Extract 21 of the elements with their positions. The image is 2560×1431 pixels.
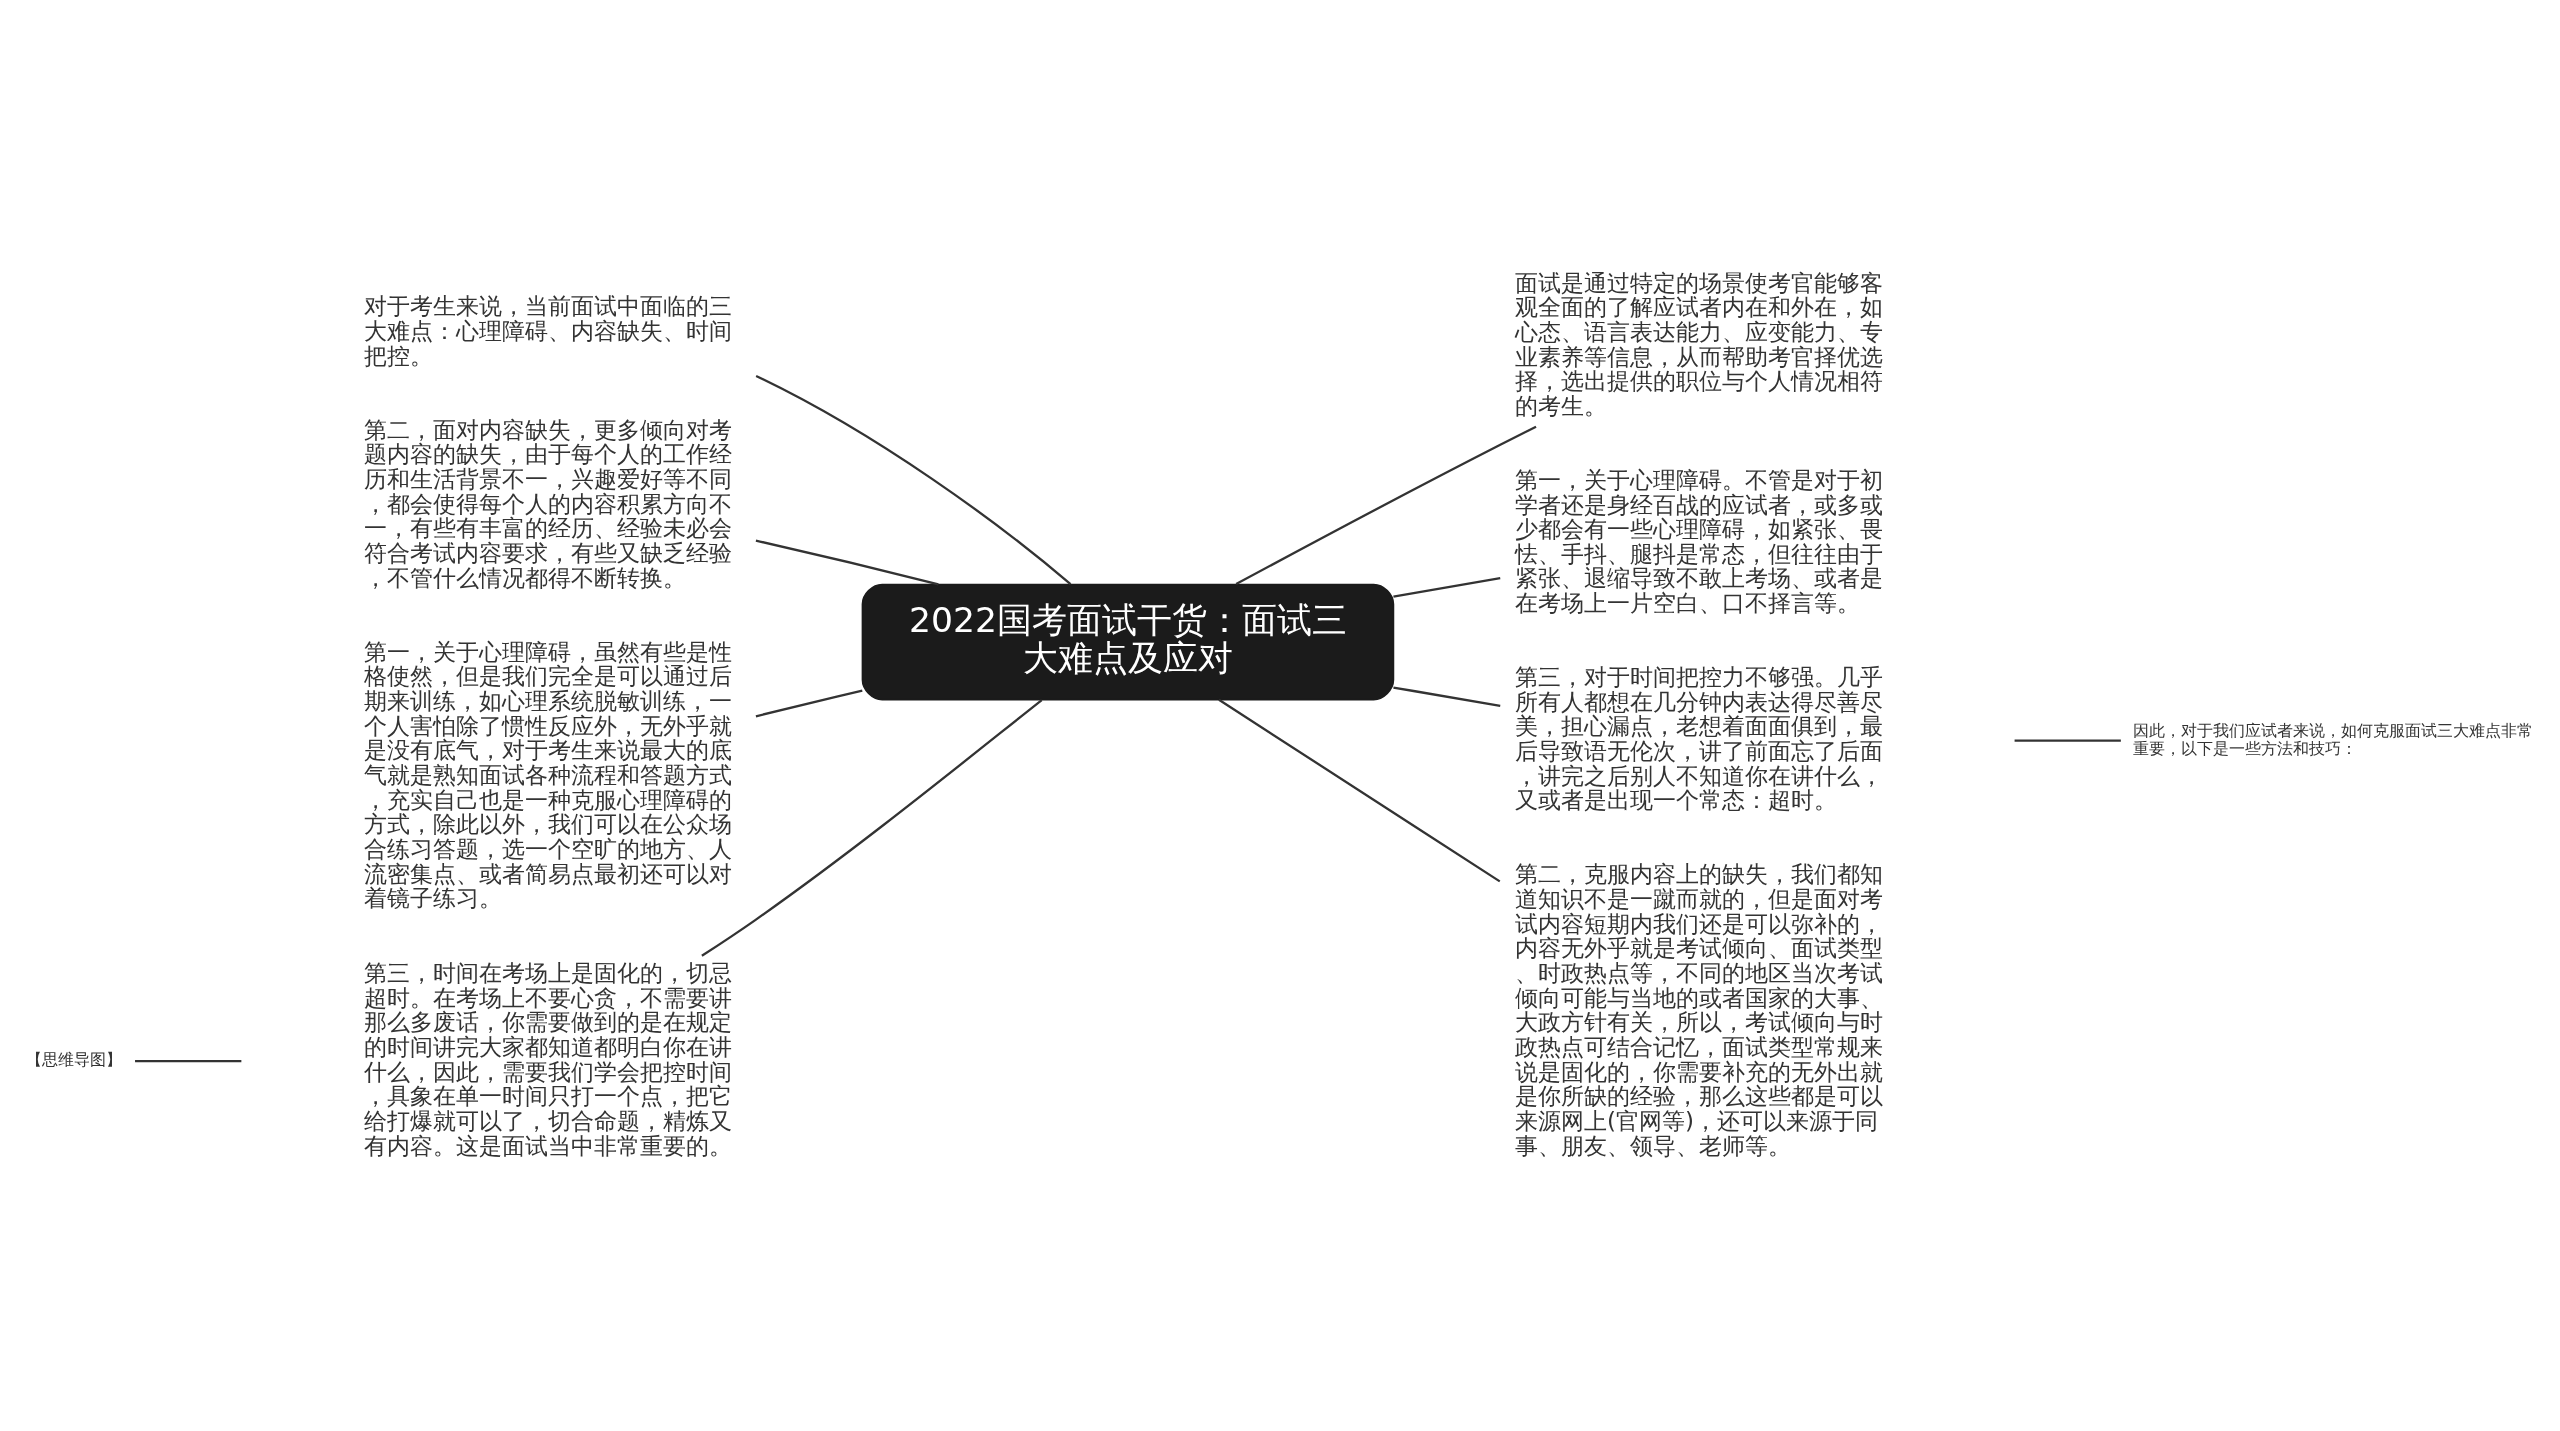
connector [755, 539, 939, 585]
connector [1393, 685, 1501, 707]
node-box: 2022国考面试干货：面试三大难点及应对 [861, 583, 1395, 700]
node-text: 因此，对于我们应试者来说，如何克服面试三大难点非常重要，以下是一些方法和技巧： [2132, 720, 2533, 758]
node-text: 第一，关于心理障碍，虽然有些是性格使然，但是我们完全是可以通过后期来训练，如心理系统脱敏训练，一个人害怕除了惯性反应外，无外乎就是没有底气，对于考生来说最大的底气就是熟知面试各种流程和答题方式，充实自己也是一种克服心理障碍的方式，除此以外，我们可以在公众场合练习答题，选一个空旷的地方、人流密集点、或者简易点最初还可以对着镜子练习。 [364, 638, 733, 911]
connector [2014, 739, 2121, 742]
connector [1393, 576, 1501, 598]
node-text: 【思维导图】 [26, 1049, 123, 1069]
node-text: 第三，时间在考场上是固化的，切忌超时。在考场上不要心贪，不需要讲那么多废话，你需要做到的是在规定的时间讲完大家都知道都明白你在讲什么，因此，需要我们学会把控时间，具象在单一时间只打一个点，把它给打爆就可以了，切合命题，精炼又有内容。这是面试当中非常重要的。 [364, 959, 733, 1159]
connector [135, 1059, 242, 1062]
node-text: 面试是通过特定的场景使考官能够客观全面的了解应试者内在和外在，如心态、语言表达能力、应变能力、专业素养等信息，从而帮助考官择优选择，选出提供的职位与个人情况相符的考生。 [1515, 269, 1884, 419]
connector [1218, 698, 1501, 882]
connector [755, 689, 863, 717]
node-text: 第三，对于时间把控力不够强。几乎所有人都想在几分钟内表达得尽善尽美，担心漏点，老想着面面俱到，最后导致语无伦次，讲了前面忘了后面，讲完之后别人不知道你在讲什么，又或者是出现一个常态：超时。 [1515, 663, 1884, 813]
node-text: 第二，面对内容缺失，更多倾向对考题内容的缺失，由于每个人的工作经历和生活背景不一，兴趣爱好等不同，都会使得每个人的内容积累方向不一，有些有丰富的经历、经验未必会符合考试内容要求，有些又缺乏经验，不管什么情况都得不断转换。 [364, 416, 733, 591]
connector [755, 374, 1072, 585]
node-text: 第二，克服内容上的缺失，我们都知道知识不是一蹴而就的，但是面对考试内容短期内我们还是可以弥补的，内容无外乎就是考试倾向、面试类型、时政热点等，不同的地区当次考试倾向可能与当地的或者国家的大事、大政方针有关，所以，考试倾向与时政热点可结合记忆，面试类型常规来说是固化的，你需要补充的无外出就是你所缺的经验，那么这些都是可以来源网上(官网等)，还可以来源于同事、朋友、领导、老师等。 [1515, 860, 1884, 1159]
node-text: 对于考生来说，当前面试中面临的三大难点：心理障碍、内容缺失、时间把控。 [364, 292, 733, 369]
node-text: 第一，关于心理障碍。不管是对于初学者还是身经百战的应试者，或多或少都会有一些心理障碍，如紧张、畏怯、手抖、腿抖是常态，但往往由于紧张、退缩导致不敢上考场、或者是在考场上一片空白、口不择言等。 [1515, 466, 1884, 616]
connector [701, 698, 1043, 957]
connector [1235, 425, 1537, 585]
